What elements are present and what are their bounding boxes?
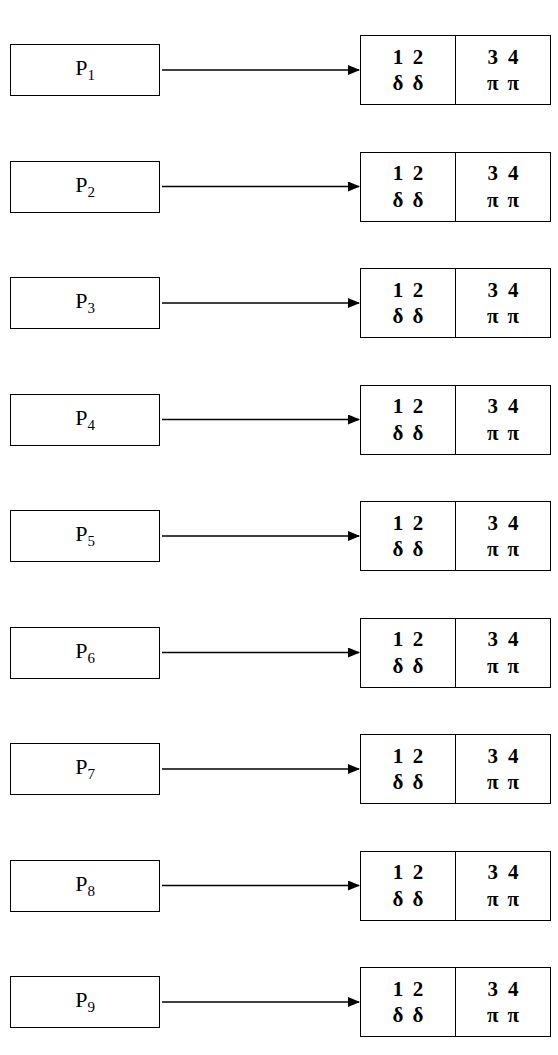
- table-cell: 1 2 δ δ: [360, 35, 456, 105]
- arrow-connector: [162, 535, 359, 537]
- arrow-connector: [162, 186, 359, 188]
- process-label: P7: [75, 754, 95, 783]
- cell-text: 3 4 π π: [487, 278, 519, 328]
- cell-text: 1 2 δ δ: [393, 161, 424, 211]
- cell-text: 3 4 π π: [487, 977, 519, 1027]
- cell-text: 1 2 δ δ: [393, 511, 424, 561]
- process-box: P2: [10, 161, 160, 213]
- arrow-connector: [162, 652, 359, 654]
- table-cell: 1 2 δ δ: [360, 967, 456, 1037]
- arrow-connector: [162, 302, 359, 304]
- cell-text: 1 2 δ δ: [393, 627, 424, 677]
- arrow-connector: [162, 1001, 359, 1003]
- cell-text: 3 4 π π: [487, 511, 519, 561]
- process-box: P4: [10, 394, 160, 446]
- arrow-connector: [162, 885, 359, 887]
- process-label: P6: [75, 638, 95, 667]
- table-cell: 1 2 δ δ: [360, 268, 456, 338]
- table-cell: 1 2 δ δ: [360, 152, 456, 222]
- table-cell: 3 4 π π: [455, 35, 551, 105]
- process-label: P4: [75, 405, 95, 434]
- cell-text: 3 4 π π: [487, 860, 519, 910]
- cell-text: 1 2 δ δ: [393, 744, 424, 794]
- table-cell: 1 2 δ δ: [360, 501, 456, 571]
- table-cell: 3 4 π π: [455, 734, 551, 804]
- table-cell: 3 4 π π: [455, 967, 551, 1037]
- table-cell: 3 4 π π: [455, 851, 551, 921]
- cell-text: 1 2 δ δ: [393, 45, 424, 95]
- process-box: P9: [10, 976, 160, 1028]
- process-box: P7: [10, 743, 160, 795]
- table-cell: 3 4 π π: [455, 268, 551, 338]
- process-box: P5: [10, 510, 160, 562]
- table-cell: 3 4 π π: [455, 385, 551, 455]
- process-box: P3: [10, 277, 160, 329]
- cell-text: 1 2 δ δ: [393, 394, 424, 444]
- table-cell: 1 2 δ δ: [360, 385, 456, 455]
- table-cell: 3 4 π π: [455, 501, 551, 571]
- cell-text: 3 4 π π: [487, 744, 519, 794]
- process-box: P6: [10, 627, 160, 679]
- arrow-connector: [162, 69, 359, 71]
- process-box: P8: [10, 860, 160, 912]
- process-label: P3: [75, 288, 95, 317]
- process-box: P1: [10, 44, 160, 96]
- table-cell: 3 4 π π: [455, 618, 551, 688]
- table-cell: 3 4 π π: [455, 152, 551, 222]
- process-label: P9: [75, 987, 95, 1016]
- cell-text: 3 4 π π: [487, 161, 519, 211]
- cell-text: 3 4 π π: [487, 394, 519, 444]
- cell-text: 3 4 π π: [487, 627, 519, 677]
- table-cell: 1 2 δ δ: [360, 851, 456, 921]
- process-label: P8: [75, 871, 95, 900]
- process-label: P5: [75, 521, 95, 550]
- arrow-connector: [162, 419, 359, 421]
- table-cell: 1 2 δ δ: [360, 734, 456, 804]
- table-cell: 1 2 δ δ: [360, 618, 456, 688]
- process-label: P2: [75, 172, 95, 201]
- cell-text: 3 4 π π: [487, 45, 519, 95]
- cell-text: 1 2 δ δ: [393, 860, 424, 910]
- cell-text: 1 2 δ δ: [393, 977, 424, 1027]
- process-label: P1: [75, 55, 95, 84]
- cell-text: 1 2 δ δ: [393, 278, 424, 328]
- arrow-connector: [162, 768, 359, 770]
